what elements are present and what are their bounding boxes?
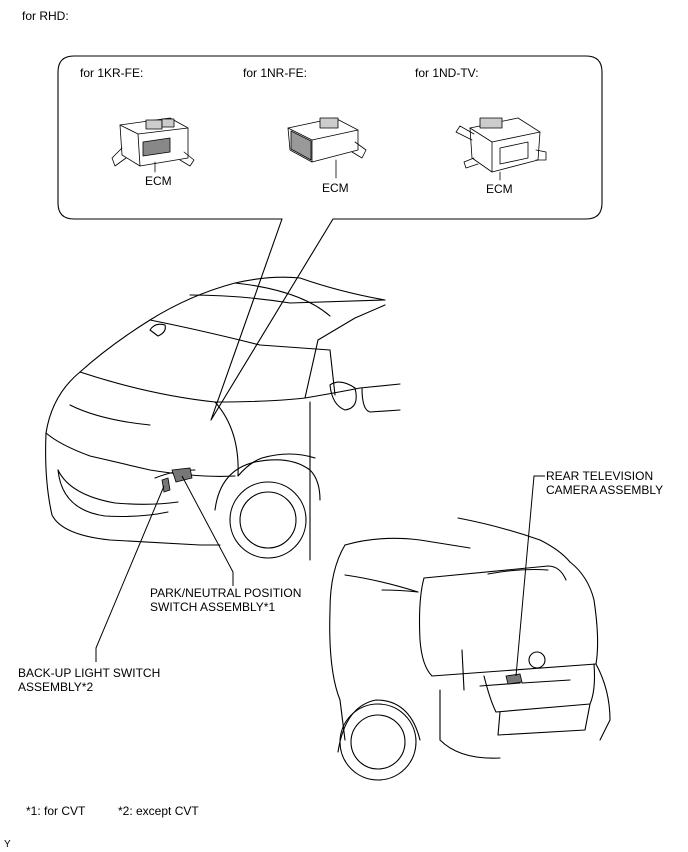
rear-camera-mark	[505, 673, 523, 685]
label-backup-light-switch: BACK-UP LIGHT SWITCH ASSEMBLY*2	[18, 666, 161, 694]
ecm-label-1nd-tv: ECM	[486, 182, 513, 196]
label-park-neutral-switch: PARK/NEUTRAL POSITION SWITCH ASSEMBLY*1	[150, 586, 302, 614]
leader-park-neutral	[181, 475, 234, 586]
page-title: for RHD:	[22, 9, 69, 23]
footnote-1: *1: for CVT	[26, 804, 86, 818]
front-vehicle-illustration	[45, 276, 401, 561]
callout-balloon	[57, 55, 603, 421]
backup-light-switch-mark	[161, 477, 171, 493]
park-neutral-switch-mark	[171, 467, 193, 483]
rear-vehicle-illustration	[329, 517, 611, 781]
variant-heading-1nd-tv: for 1ND-TV:	[415, 66, 479, 80]
ecm-1nd-tv-illustration	[455, 117, 547, 181]
corner-mark: Y	[4, 839, 11, 850]
ecm-1kr-fe-illustration	[111, 117, 195, 173]
ecm-label-1nr-fe: ECM	[322, 181, 349, 195]
leader-rear-camera	[515, 475, 545, 677]
ecm-label-1kr-fe: ECM	[145, 174, 172, 188]
footnote-2: *2: except CVT	[118, 804, 199, 818]
variant-heading-1kr-fe: for 1KR-FE:	[80, 66, 144, 80]
label-rear-television-camera: REAR TELEVISION CAMERA ASSEMBLY	[546, 469, 664, 497]
ecm-1nr-fe-illustration	[287, 117, 367, 179]
variant-heading-1nr-fe: for 1NR-FE:	[243, 66, 308, 80]
leader-backup-light	[95, 485, 165, 662]
